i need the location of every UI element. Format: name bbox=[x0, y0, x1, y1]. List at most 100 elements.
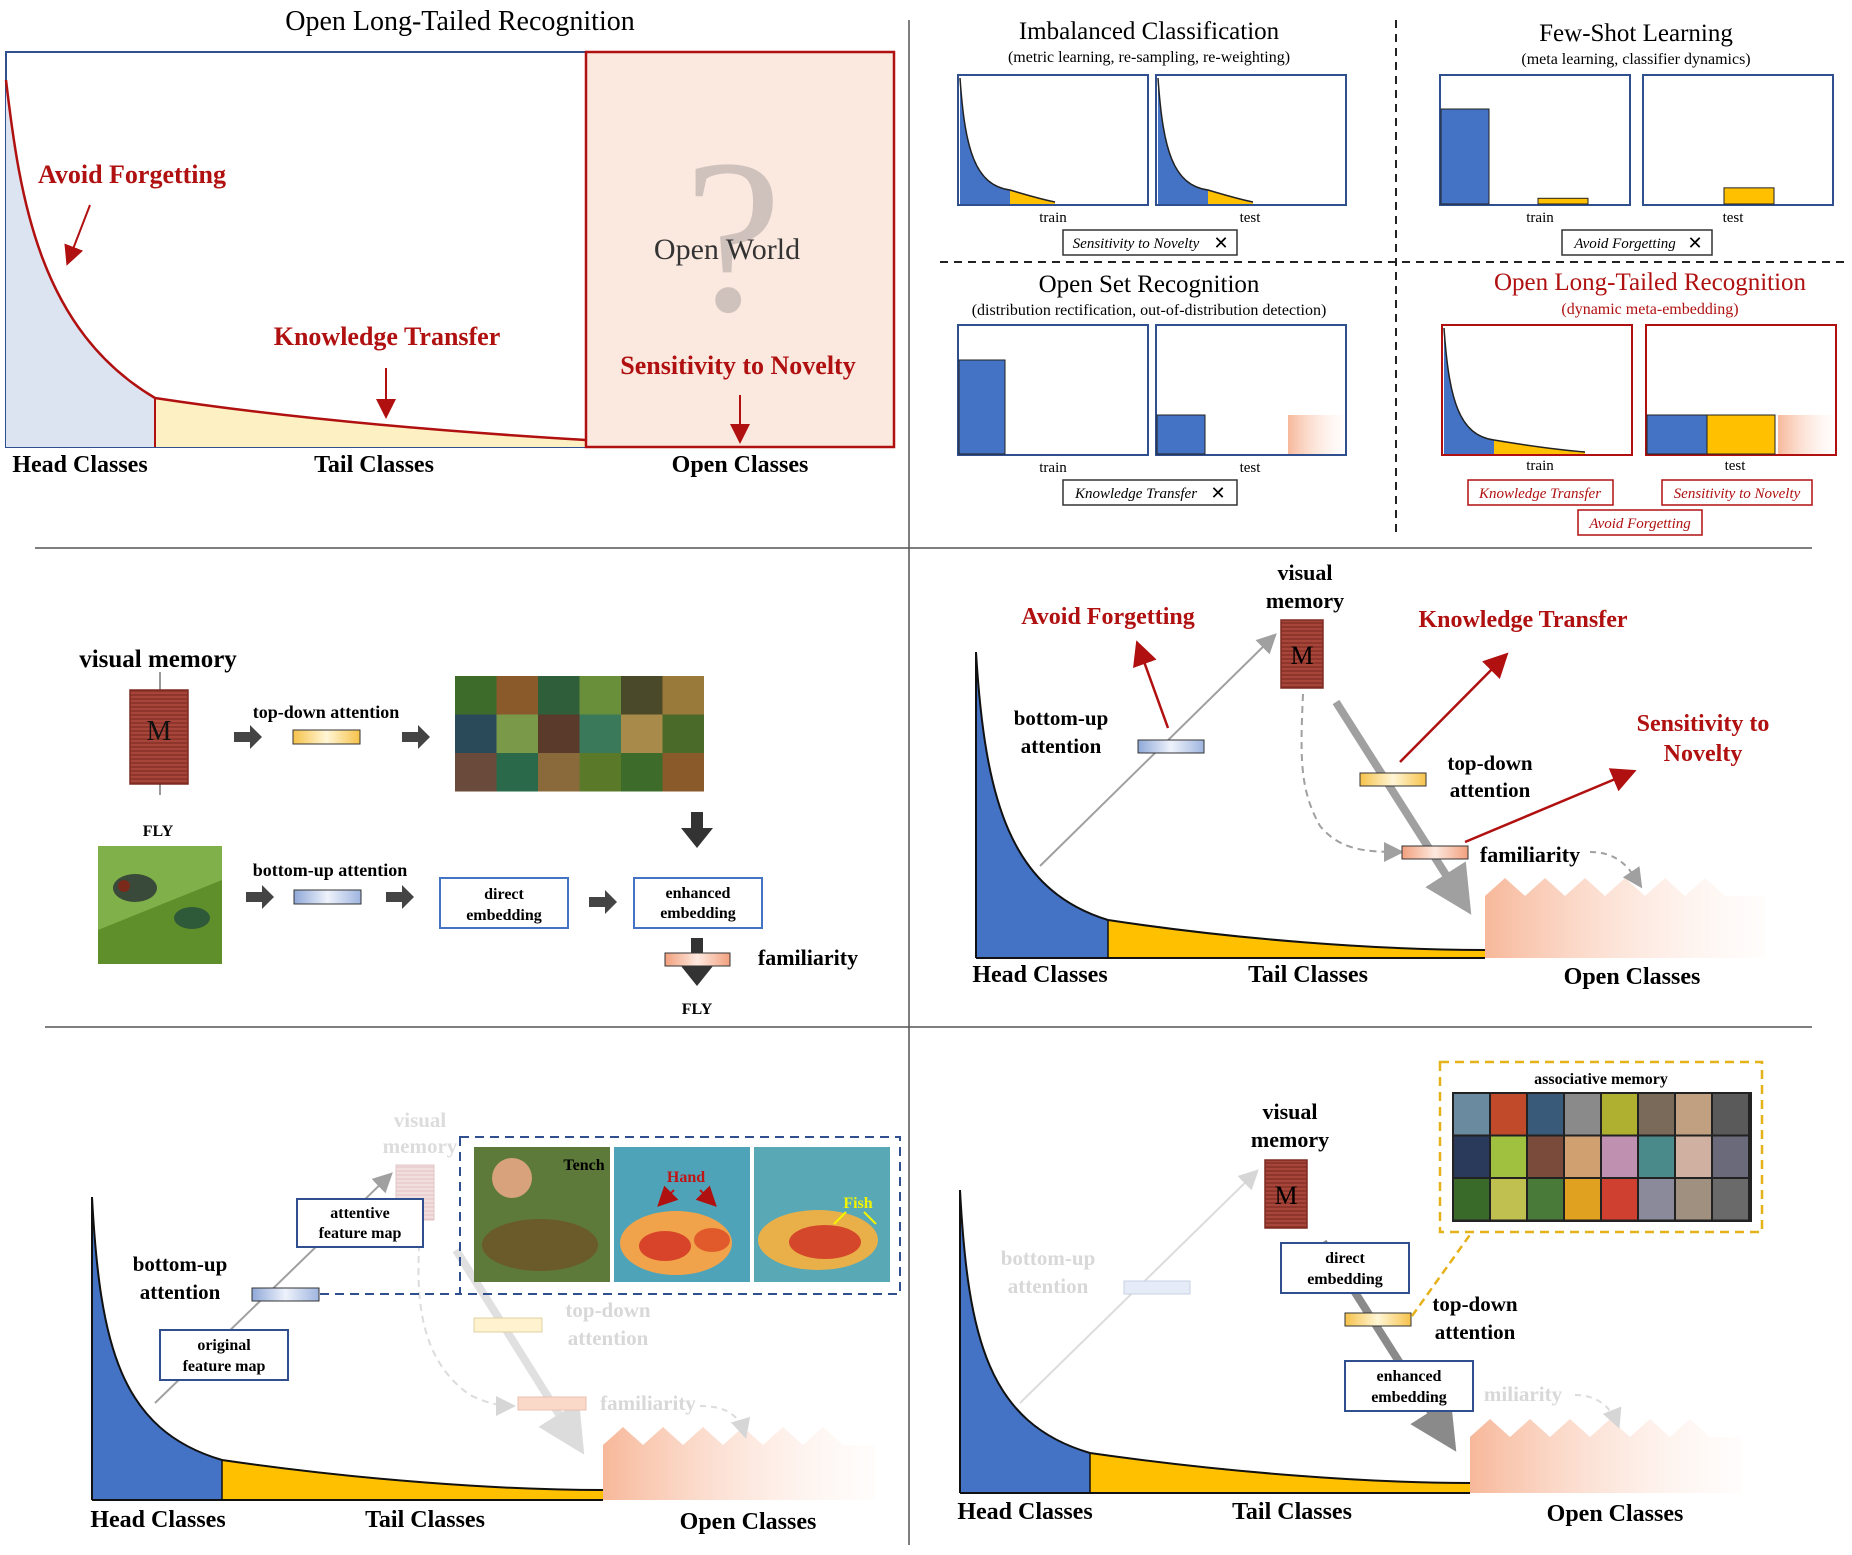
insect-thumbnail bbox=[662, 714, 704, 753]
tail-classes-label: Tail Classes bbox=[314, 452, 434, 478]
fewshot-train-bar bbox=[1537, 197, 1589, 205]
associative-thumbnail bbox=[1676, 1094, 1711, 1135]
insect-thumbnail bbox=[662, 753, 704, 792]
fewshot-title: Few-Shot Learning bbox=[1539, 20, 1733, 47]
direct-line2: embedding bbox=[466, 907, 542, 924]
open-set-recognition: Open Set Recognition (distribution recti… bbox=[957, 271, 1347, 506]
avoid-forgetting-label: Avoid Forgetting bbox=[1021, 604, 1195, 630]
question-mark: ? bbox=[684, 114, 782, 358]
fewshot-train-bar bbox=[1440, 108, 1490, 205]
head-area bbox=[6, 80, 155, 447]
fly-image bbox=[98, 846, 222, 964]
insect-thumbnail bbox=[621, 753, 663, 792]
memory-m: M bbox=[147, 716, 172, 747]
enhanced-line1: enhanced bbox=[666, 885, 731, 902]
associative-thumbnail bbox=[1713, 1179, 1748, 1220]
insect-thumbnail bbox=[621, 676, 663, 715]
fewshot-test: test bbox=[1723, 210, 1745, 226]
tail-classes-label: Tail Classes bbox=[1248, 962, 1368, 988]
knowledge-transfer-label: Knowledge Transfer bbox=[1418, 607, 1627, 633]
memory-label: memory bbox=[1266, 588, 1344, 613]
insect-thumbnail bbox=[538, 714, 580, 753]
openset-title: Open Set Recognition bbox=[1039, 271, 1260, 298]
faded-bottom-up-1: bottom-up bbox=[1001, 1246, 1096, 1270]
bottom-up-line2: attention bbox=[140, 1280, 221, 1304]
attention-image-box bbox=[459, 1136, 901, 1295]
bottom-up-line1: bottom-up bbox=[1014, 706, 1109, 730]
original-line2: feature map bbox=[183, 1358, 266, 1375]
insect-thumbnail bbox=[579, 714, 621, 753]
associative-thumbnail bbox=[1565, 1179, 1600, 1220]
openset-cross: ✕ bbox=[1210, 483, 1225, 503]
associative-thumbnail bbox=[1528, 1094, 1563, 1135]
fish-attention-map bbox=[754, 1147, 890, 1282]
open-world-box bbox=[584, 50, 896, 449]
open-classes-area bbox=[1485, 878, 1765, 958]
associative-thumbnail bbox=[1454, 1136, 1489, 1177]
imbalanced-classification: Imbalanced Classification (metric learni… bbox=[957, 18, 1347, 256]
hand-label: Hand bbox=[667, 1169, 705, 1186]
imbalanced-title: Imbalanced Classification bbox=[1019, 18, 1280, 45]
bottom-up-label: bottom-up attention bbox=[253, 860, 408, 880]
direct-line1: direct bbox=[484, 886, 524, 903]
oltr-tag-sensitivity: Sensitivity to Novelty bbox=[1674, 486, 1801, 502]
original-line1: original bbox=[197, 1337, 251, 1354]
head-classes-label: Head Classes bbox=[972, 962, 1107, 988]
memory-label: memory bbox=[1251, 1127, 1329, 1152]
memory-block bbox=[129, 689, 189, 785]
associative-thumbnail bbox=[1639, 1179, 1674, 1220]
familiarity-label: familiarity bbox=[1480, 842, 1580, 867]
hand-attention-map bbox=[614, 1147, 750, 1282]
top-down-line2: attention bbox=[1435, 1320, 1516, 1344]
top-down-line2: attention bbox=[1450, 778, 1531, 802]
openset-tag: Knowledge Transfer bbox=[1074, 486, 1197, 502]
attentive-line1: attentive bbox=[330, 1205, 390, 1222]
associative-thumbnail bbox=[1565, 1094, 1600, 1135]
openset-test: test bbox=[1240, 460, 1262, 476]
fewshot-train-bars bbox=[1440, 108, 1589, 205]
attentive-feature-map-box bbox=[296, 1198, 424, 1248]
associative-thumbnail bbox=[1676, 1136, 1711, 1177]
avoid-forgetting-label: Avoid Forgetting bbox=[38, 160, 226, 189]
faded-top-down-2: attention bbox=[568, 1326, 649, 1350]
faded-familiarity: familiarity bbox=[600, 1391, 696, 1415]
faded-top-down-1: top-down bbox=[565, 1298, 651, 1322]
panel-open-long-tailed: Open Long-Tailed Recognition ? Open Worl… bbox=[4, 6, 896, 478]
panel-attention: visual memory top-down attention familia… bbox=[90, 1108, 901, 1535]
tench-label: Tench bbox=[563, 1157, 604, 1174]
insect-thumbnail bbox=[662, 676, 704, 715]
enhanced-embedding-box bbox=[633, 877, 763, 929]
associative-thumbnail bbox=[1639, 1136, 1674, 1177]
panel-dynamic-embedding: visual memory M Avoid Forgetting Knowled… bbox=[972, 560, 1769, 990]
tail-area bbox=[222, 1460, 603, 1500]
panel-memory: visual memory M bottom-up attention dire… bbox=[957, 1060, 1764, 1527]
open-classes-label: Open Classes bbox=[1564, 964, 1701, 990]
insect-thumbnail bbox=[579, 676, 621, 715]
panel-separators bbox=[35, 20, 1812, 1545]
insect-thumbnail bbox=[455, 714, 497, 753]
oltr-train: train bbox=[1526, 458, 1554, 474]
head-classes-label: Head Classes bbox=[90, 1507, 225, 1533]
oltr-title: Open Long-Tailed Recognition bbox=[1494, 269, 1807, 296]
oltr-subtitle: (dynamic meta-embedding) bbox=[1561, 301, 1738, 318]
original-feature-map-box bbox=[159, 1329, 289, 1381]
insect-thumbnail bbox=[579, 753, 621, 792]
visual-memory-title: visual memory bbox=[79, 646, 237, 673]
fewshot-subtitle: (meta learning, classifier dynamics) bbox=[1521, 51, 1750, 68]
oltr-tag-knowledge: Knowledge Transfer bbox=[1478, 486, 1601, 502]
oltr-tag-forgetting: Avoid Forgetting bbox=[1588, 516, 1691, 532]
associative-thumbnail bbox=[1454, 1094, 1489, 1135]
direct-line2: embedding bbox=[1307, 1271, 1383, 1288]
memory-block bbox=[1280, 619, 1324, 689]
head-area bbox=[960, 1190, 1090, 1493]
memory-m: M bbox=[1274, 1181, 1297, 1210]
enhanced-embedding-box bbox=[1344, 1360, 1474, 1412]
head-classes-label: Head Classes bbox=[12, 452, 147, 478]
visual-label: visual bbox=[1277, 560, 1332, 585]
open-classes-area bbox=[603, 1427, 875, 1500]
sensitivity-label: Sensitivity to Novelty bbox=[620, 351, 855, 380]
associative-thumbnail bbox=[1491, 1094, 1526, 1135]
associative-thumbnail bbox=[1528, 1136, 1563, 1177]
direct-line1: direct bbox=[1325, 1250, 1365, 1267]
